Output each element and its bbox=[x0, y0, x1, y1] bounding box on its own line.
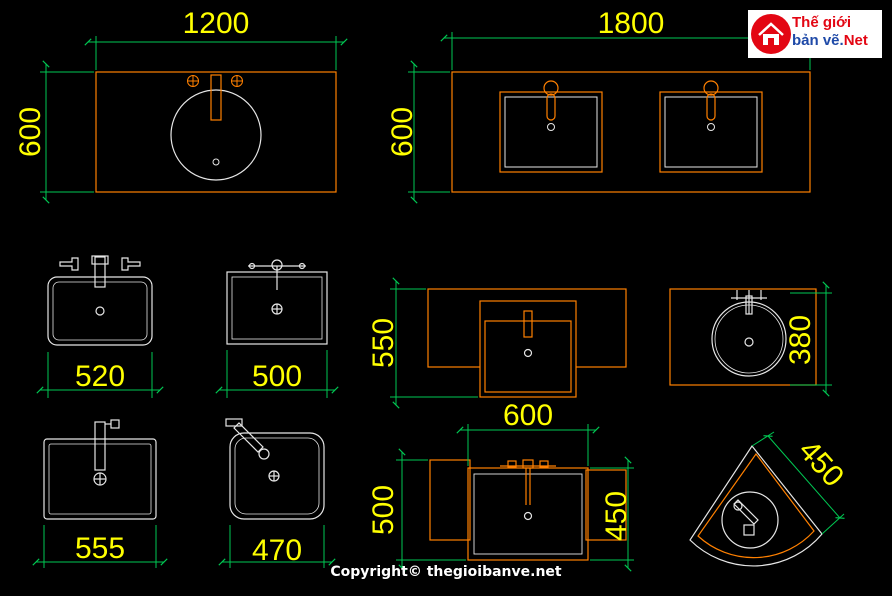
dim-555 bbox=[32, 525, 168, 568]
dim-1200-label: 1200 bbox=[183, 7, 250, 40]
logo-line-2: bản vẽ.Net bbox=[792, 32, 868, 50]
logo-line-1: Thế giới bbox=[792, 14, 851, 31]
logo-text: Thế giới bản vẽ.Net bbox=[792, 14, 868, 50]
dim-1800-label: 1800 bbox=[598, 7, 665, 40]
dim-450-vertical bbox=[590, 456, 634, 572]
dim-500-b bbox=[396, 448, 466, 572]
sink-470 bbox=[225, 418, 325, 520]
logo-line-2a: bản vẽ. bbox=[792, 32, 844, 49]
dim-450-vertical-label: 450 bbox=[600, 491, 633, 541]
house-logo-icon bbox=[751, 14, 791, 54]
dim-500-a bbox=[215, 350, 339, 398]
dim-380-label: 380 bbox=[784, 315, 817, 365]
dim-600-b-label: 600 bbox=[503, 399, 553, 432]
site-logo[interactable]: Thế giới bản vẽ.Net bbox=[748, 10, 882, 58]
dim-600-right bbox=[408, 60, 450, 204]
dim-500-a-label: 500 bbox=[252, 360, 302, 393]
dim-600-right-label: 600 bbox=[386, 107, 419, 157]
dim-470 bbox=[218, 525, 336, 568]
copyright-text: Copyright© thegioibanve.net bbox=[330, 564, 562, 580]
dim-450-corner bbox=[751, 431, 845, 535]
sink-600 bbox=[429, 459, 627, 561]
dim-550-label: 550 bbox=[367, 318, 400, 368]
vanity-double bbox=[451, 71, 811, 193]
dim-520 bbox=[36, 352, 164, 398]
dim-1200 bbox=[84, 36, 348, 70]
dim-450-corner-label: 450 bbox=[792, 434, 850, 493]
dim-600-left bbox=[40, 60, 94, 204]
vanity-single bbox=[95, 71, 337, 193]
sink-500 bbox=[226, 259, 328, 345]
dim-380 bbox=[790, 281, 832, 397]
dim-600-b bbox=[456, 424, 600, 466]
corner-sink bbox=[689, 444, 823, 567]
sink-550 bbox=[427, 288, 627, 398]
dim-520-label: 520 bbox=[75, 360, 125, 393]
sink-555 bbox=[43, 419, 157, 520]
dim-555-label: 555 bbox=[75, 532, 125, 565]
sink-380 bbox=[669, 288, 817, 386]
logo-line-2b: Net bbox=[843, 32, 868, 49]
dim-500-b-label: 500 bbox=[367, 485, 400, 535]
dim-600-left-label: 600 bbox=[14, 107, 47, 157]
dim-470-label: 470 bbox=[252, 534, 302, 567]
sink-520 bbox=[47, 255, 153, 346]
dim-550 bbox=[390, 277, 478, 409]
